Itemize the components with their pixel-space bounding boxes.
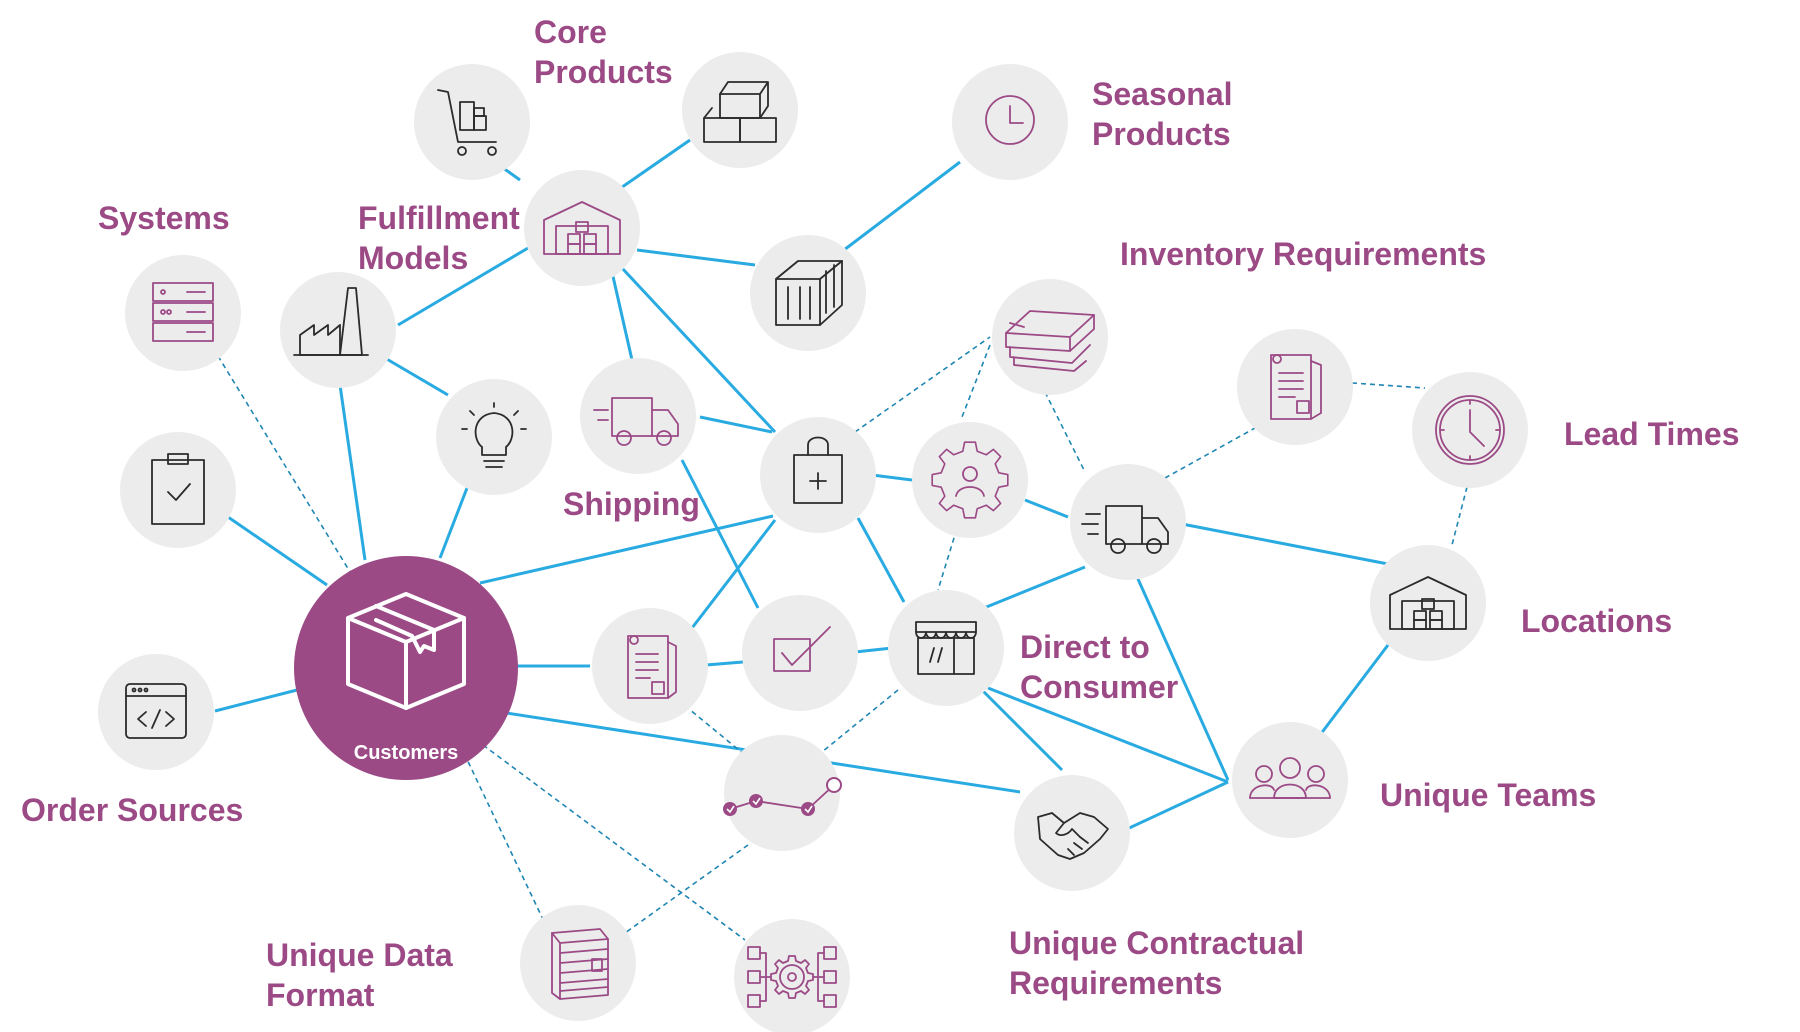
node-shopping-bag bbox=[760, 417, 876, 533]
node-data-stack bbox=[520, 905, 636, 1021]
shopping-bag-icon bbox=[793, 436, 843, 504]
node-stacked-boxes bbox=[992, 279, 1108, 395]
node-location-warehouse bbox=[1370, 545, 1486, 661]
storefront-icon bbox=[915, 621, 977, 675]
truck-icon bbox=[593, 397, 679, 446]
node-clock bbox=[952, 64, 1068, 180]
node-truck bbox=[580, 358, 696, 474]
node-lightbulb bbox=[436, 379, 552, 495]
label-fulfillment-models: Fulfillment Models bbox=[358, 200, 520, 276]
document-list-icon bbox=[627, 635, 677, 699]
team-icon bbox=[1249, 757, 1331, 799]
node-team bbox=[1232, 722, 1348, 838]
label-core-products: Core Products bbox=[534, 14, 673, 90]
stacked-boxes-icon bbox=[1005, 310, 1095, 372]
label-shipping: Shipping bbox=[563, 486, 700, 522]
label-direct-to-consumer: Direct to Consumer bbox=[1020, 629, 1179, 705]
label-lead-times: Lead Times bbox=[1564, 416, 1740, 452]
documents-icon bbox=[1270, 354, 1322, 420]
boxes-icon bbox=[703, 81, 777, 143]
node-cart bbox=[414, 64, 530, 180]
label-locations: Locations bbox=[1521, 603, 1673, 639]
lightbulb-icon bbox=[461, 402, 527, 468]
factory-icon bbox=[293, 287, 369, 356]
hub-label: Customers bbox=[354, 742, 458, 764]
cart-icon bbox=[437, 89, 497, 156]
trend-line-icon bbox=[723, 777, 842, 816]
warehouse-icon bbox=[543, 201, 621, 255]
server-rack-icon bbox=[152, 282, 214, 342]
node-warehouse bbox=[524, 170, 640, 286]
node-trend-line bbox=[723, 735, 842, 851]
clipboard-check-icon bbox=[151, 453, 205, 525]
label-unique-teams: Unique Teams bbox=[1380, 777, 1597, 813]
node-server-rack bbox=[125, 255, 241, 371]
code-window-icon bbox=[125, 683, 187, 739]
hub-customers: Customers bbox=[294, 556, 518, 780]
solid-connections bbox=[214, 138, 1390, 832]
label-order-sources: Order Sources bbox=[21, 792, 244, 828]
label-inventory-requirements: Inventory Requirements bbox=[1120, 236, 1487, 272]
node-clipboard bbox=[120, 432, 236, 548]
node-document-list bbox=[592, 608, 708, 724]
delivery-truck-icon bbox=[1081, 505, 1169, 554]
label-unique-data-format: Unique Data Format bbox=[266, 937, 453, 1013]
checkbox-icon bbox=[773, 626, 831, 672]
node-code-window bbox=[98, 654, 214, 770]
node-container bbox=[750, 235, 866, 351]
node-handshake bbox=[1014, 775, 1130, 891]
node-network-gear bbox=[734, 919, 850, 1032]
label-unique-contractual-requirements: Unique Contractual Requirements bbox=[1009, 925, 1305, 1001]
clock-icon bbox=[985, 95, 1035, 145]
node-factory bbox=[280, 272, 396, 388]
node-documents bbox=[1237, 329, 1353, 445]
node-storefront bbox=[888, 590, 1004, 706]
gear-person-icon bbox=[931, 441, 1009, 519]
handshake-icon bbox=[1037, 812, 1109, 860]
node-lead-time-clock bbox=[1412, 372, 1528, 488]
node-gear-person bbox=[912, 422, 1028, 538]
label-systems: Systems bbox=[98, 200, 230, 236]
box-icon bbox=[346, 592, 466, 710]
node-checkbox bbox=[742, 595, 858, 711]
node-delivery-truck bbox=[1070, 464, 1186, 580]
label-seasonal-products: Seasonal Products bbox=[1092, 76, 1233, 152]
lead-time-clock-icon bbox=[1435, 395, 1505, 465]
data-stack-icon bbox=[551, 928, 609, 1000]
container-icon bbox=[775, 260, 843, 326]
node-boxes bbox=[682, 52, 798, 168]
network-gear-icon bbox=[747, 946, 837, 1008]
location-warehouse-icon bbox=[1389, 576, 1467, 630]
